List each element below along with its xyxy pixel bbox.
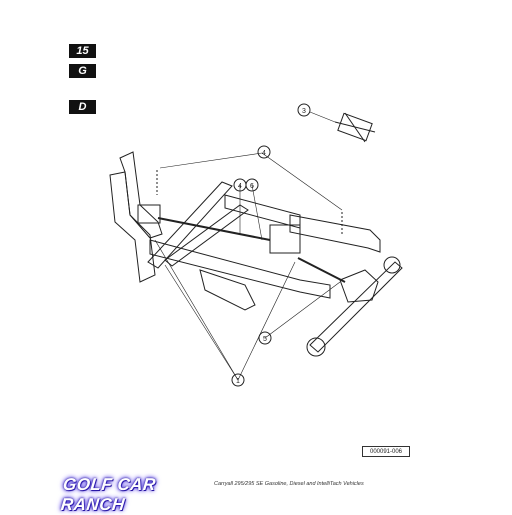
section-tab-15: 15 xyxy=(69,44,96,58)
callout-3: 3 xyxy=(302,108,306,115)
rear-axle-tube xyxy=(309,261,403,353)
rear-hub-left xyxy=(306,337,326,357)
frame-rail-right xyxy=(289,214,381,253)
bearing-housing-front xyxy=(137,204,161,224)
frame-rail-long-lower xyxy=(199,269,256,311)
watermark-text: GOLF CAR RANCH xyxy=(60,475,157,514)
frame-rail-long xyxy=(149,239,331,299)
figure-part-number: 000091-006 xyxy=(362,446,410,457)
page-caption: Carryall 295/295 SE Gasoline, Diesel and… xyxy=(214,481,364,487)
callout-5: 5 xyxy=(263,336,267,343)
rear-differential xyxy=(339,269,379,303)
callout-4-top: 4 xyxy=(262,150,266,157)
cross-member xyxy=(147,181,233,269)
callout-6: 6 xyxy=(250,183,254,190)
rear-hub-right xyxy=(383,256,401,274)
drive-shaft-front xyxy=(157,217,271,241)
bearing-housing-mid xyxy=(269,224,301,254)
frame-rail-rear xyxy=(224,194,301,229)
frame-rail-left-upper xyxy=(119,151,163,239)
callout-1: 1 xyxy=(236,378,240,385)
section-tab-d: D xyxy=(69,100,96,114)
section-tab-g: G xyxy=(69,64,96,78)
frame-rail-left xyxy=(109,171,156,283)
u-joint-detail xyxy=(334,112,376,143)
cross-member-2 xyxy=(164,204,249,267)
callout-4: 4 xyxy=(238,183,242,190)
drive-shaft-rear xyxy=(297,257,346,283)
watermark-logo: GOLF CAR RANCH xyxy=(60,475,216,514)
